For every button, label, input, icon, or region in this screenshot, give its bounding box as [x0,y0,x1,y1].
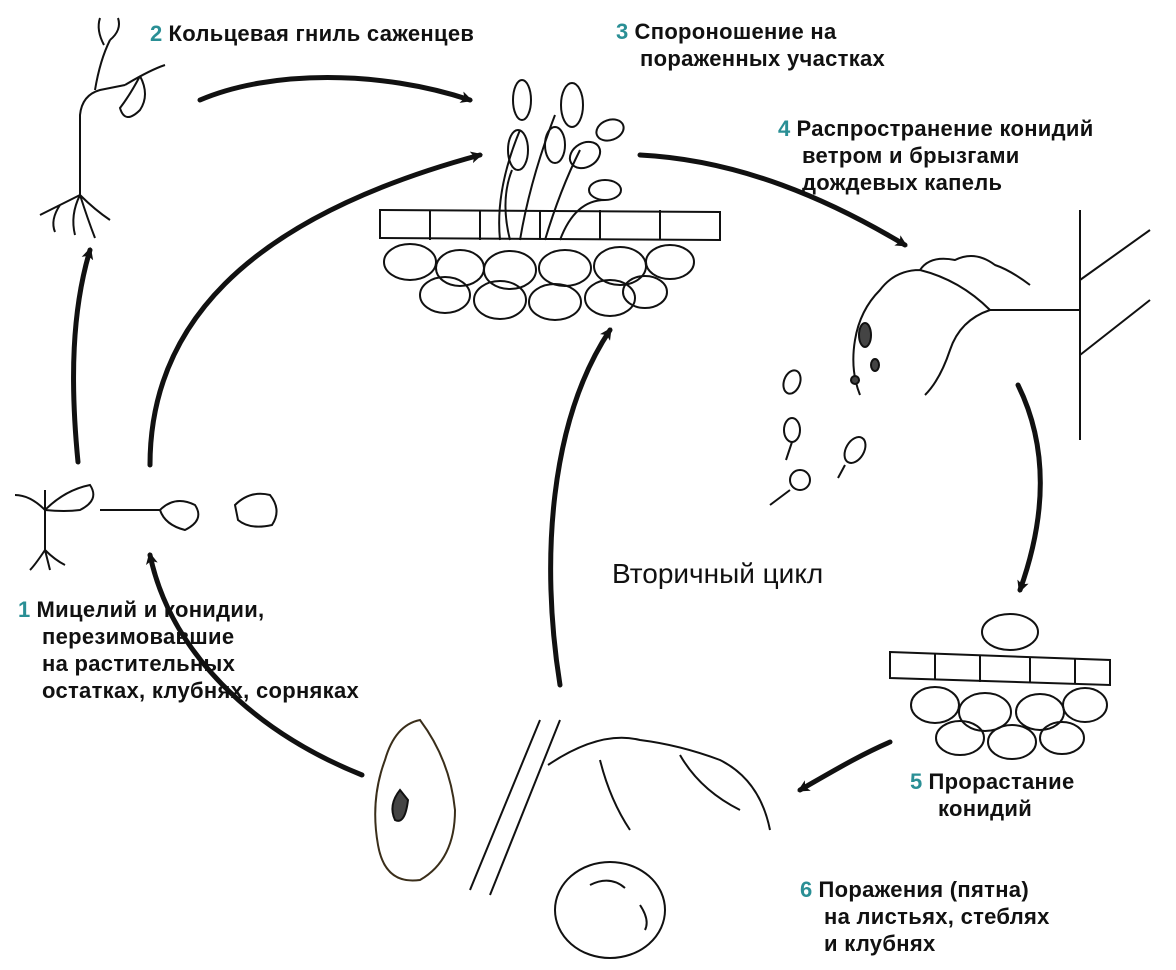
arrow-6-to-3 [551,330,610,685]
step-2-line-1: Кольцевая гниль саженцев [169,21,475,46]
step-6-line-3: и клубнях [800,930,1050,957]
step-3-line-1: Спороношение на [635,19,837,44]
step-3-line-2: пораженных участках [616,45,885,72]
step-2-number: 2 [150,21,163,46]
step-1-line-1: Мицелий и конидии, [37,597,265,622]
arrow-1-to-2 [74,250,90,462]
step-5-line-1: Прорастание [929,769,1075,794]
step-1-line-2: перезимовавшие [18,623,359,650]
germination-illustration [890,614,1110,759]
step-6-line-1: Поражения (пятна) [819,877,1029,902]
step-4-line-1: Распространение конидий [797,116,1094,141]
infected-tomato [555,862,665,958]
leaf-spores-illustration [770,210,1150,505]
step-3-number: 3 [616,19,629,44]
seedling-illustration [40,18,165,238]
sporulation-illustration [380,80,720,320]
infected-tuber [375,720,455,881]
arrow-4-to-5 [1018,385,1040,590]
step-1-line-3: на растительных [18,650,359,677]
step-4-number: 4 [778,116,791,141]
overwintering-illustration [15,485,277,570]
step-5-line-2: конидий [910,795,1075,822]
infected-plant-illustration [375,720,770,958]
step-1-line-4: остатках, клубнях, сорняках [18,677,359,704]
arrow-2-to-3 [200,78,470,101]
step-5-number: 5 [910,769,923,794]
step-4-line-3: дождевых капель [778,169,1094,196]
step-6-line-2: на листьях, стеблях [800,903,1050,930]
step-6-number: 6 [800,877,813,902]
step-1-number: 1 [18,597,31,622]
secondary-cycle-title: Вторичный цикл [612,558,823,590]
step-4-line-2: ветром и брызгами [778,142,1094,169]
arrow-5-to-6 [800,742,890,790]
